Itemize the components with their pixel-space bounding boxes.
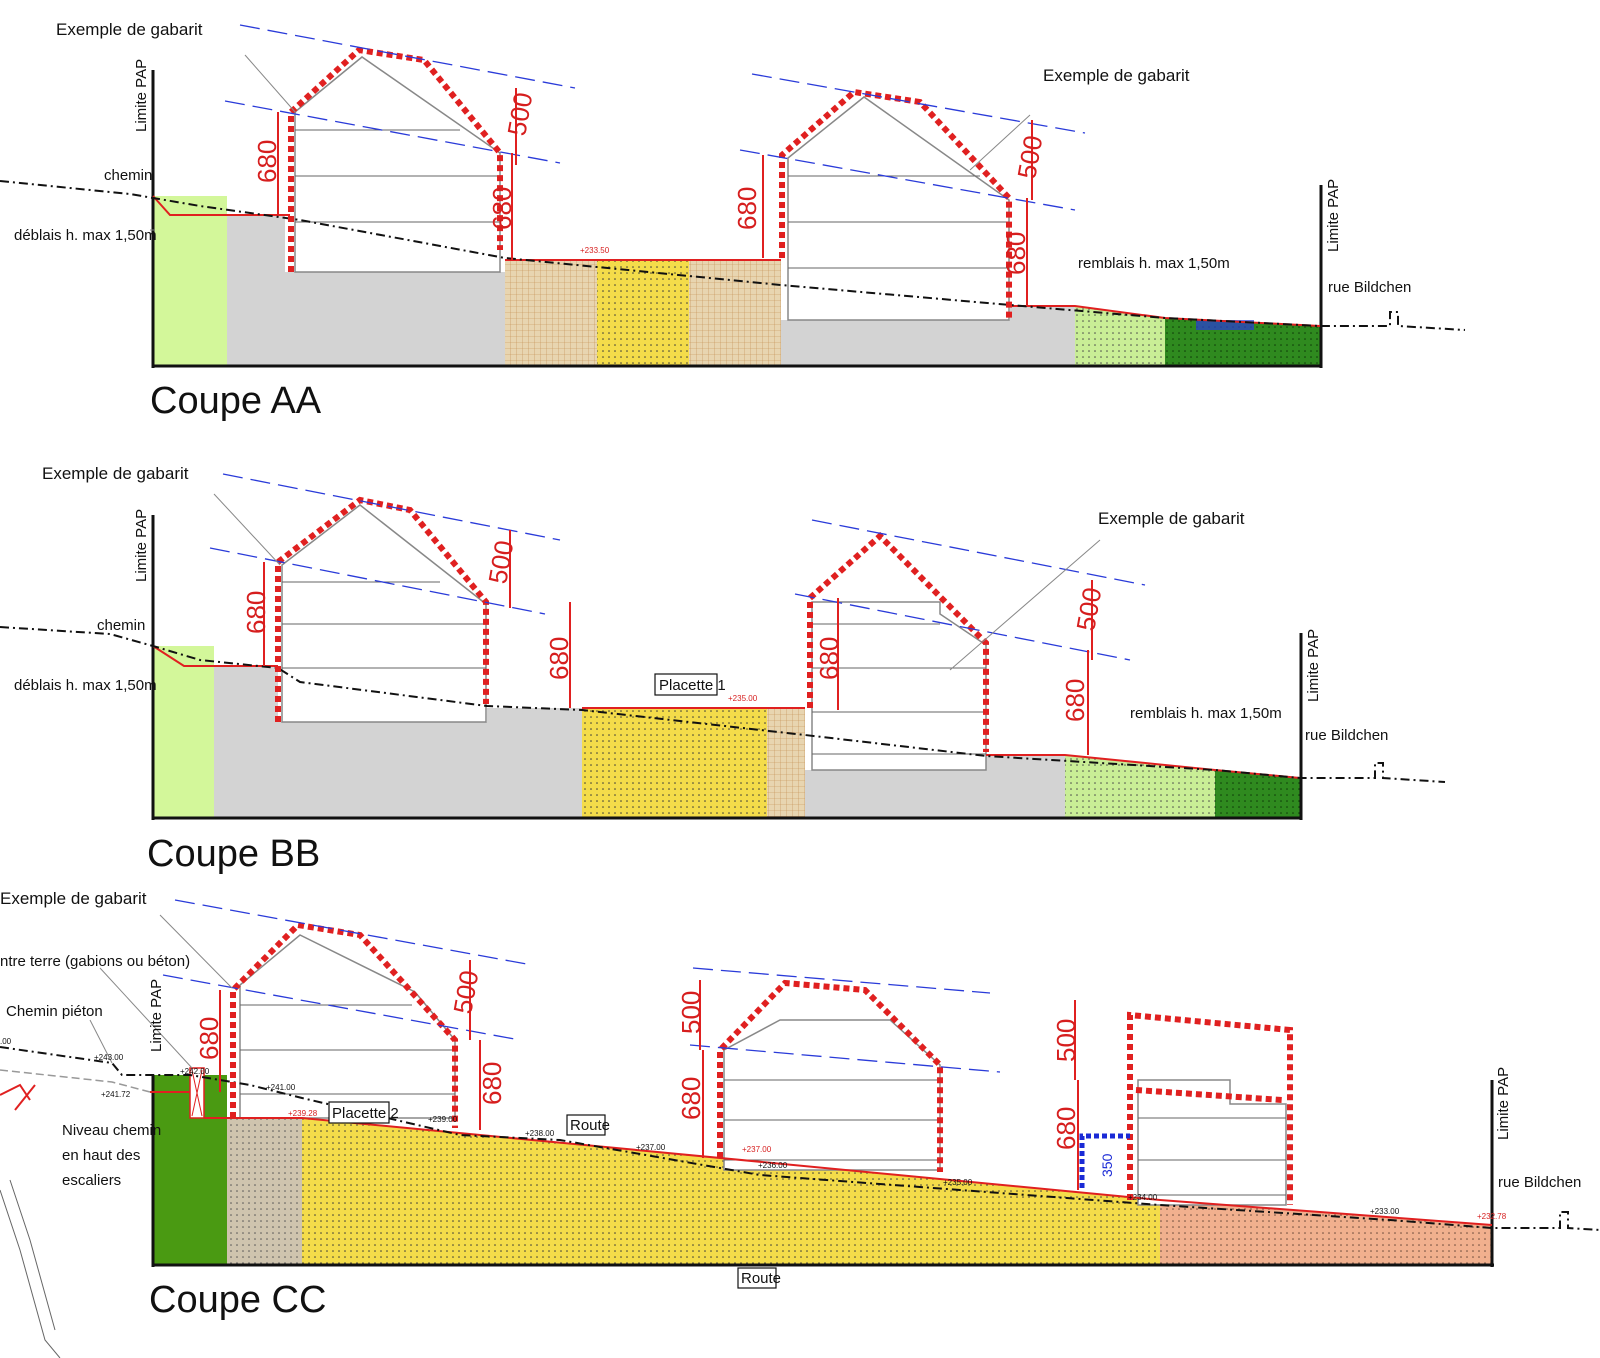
dim-500: 500 [1070,585,1107,633]
dim-500: 500 [676,991,706,1034]
dim-680: 680 [544,637,574,680]
niveau-label-3: escaliers [62,1172,121,1189]
level-label: +236.00 [758,1161,788,1170]
remblais-label: remblais h. max 1,50m [1130,705,1282,722]
dim-350: 350 [1099,1153,1115,1177]
dim-500: 500 [1011,133,1048,181]
route-box [737,1267,777,1289]
dim-680: 680 [732,187,762,230]
limite-label-right: Limite PAP [1305,629,1322,702]
dim-680: 680 [487,187,517,230]
chemin-pieton-label: Chemin piéton [6,1003,103,1020]
dim-680: 680 [477,1062,507,1105]
rue-label: rue Bildchen [1305,727,1388,744]
gabarit-cc-3 [1127,1011,1293,1205]
deblais-fill [152,196,227,366]
route-box [566,1114,606,1136]
deblais-label: déblais h. max 1,50m [14,677,157,694]
ground-line [0,180,1466,331]
level-label: +243.00 [94,1053,124,1062]
level-label: +233.50 [580,246,610,255]
level-label: +232.78 [1477,1212,1507,1221]
level-label: +242.00 [180,1067,210,1076]
dim-680: 680 [1060,679,1090,722]
gabarit-label: Exemple de gabarit [0,889,147,908]
section-title: Coupe AA [150,380,322,422]
level-label: +237.00 [636,1143,666,1152]
gabarit-label-right: Exemple de gabarit [1098,509,1245,528]
gabarit-bb-1 [275,496,489,722]
level-label: +235.00 [728,694,758,703]
route-label: Route [570,1117,610,1134]
section-title: Coupe BB [147,833,320,875]
gabarit-label-left: Exemple de gabarit [42,464,189,483]
gabarit-cc-1 [230,921,458,1128]
dim-500: 500 [1051,1019,1081,1062]
dim-500: 500 [501,90,538,138]
dim-680: 680 [194,1017,224,1060]
dim-500: 500 [447,968,484,1016]
house-aa-2 [787,96,1010,321]
house-cc-3 [1137,1079,1287,1206]
dim-680: 680 [1051,1107,1081,1150]
route-label: Route [741,1270,781,1287]
placette-box [654,673,718,696]
remblais-label: remblais h. max 1,50m [1078,255,1230,272]
level-label: +234.00 [1128,1193,1158,1202]
gabarit-label-right: Exemple de gabarit [1043,66,1190,85]
ground-line [0,1046,1600,1231]
dim-680: 680 [241,591,271,634]
level-label: .00 [0,1037,12,1046]
level-label: +239.28 [288,1109,318,1118]
gabarit-aa-1 [288,46,503,272]
limite-label-right: Limite PAP [1495,1067,1512,1140]
section-aa: Exemple de gabarit Exemple de gabarit Li… [0,20,1466,422]
ground-line [0,626,1446,783]
limite-label-right: Limite PAP [1325,179,1342,252]
deblais-label: déblais h. max 1,50m [14,227,157,244]
dim-680: 680 [1001,232,1031,275]
placette-label: Placette 1 [659,677,726,694]
level-label: +239.00 [428,1115,458,1124]
rue-label: rue Bildchen [1498,1174,1581,1191]
dim-680: 680 [252,140,282,183]
niveau-label-1: Niveau chemin [62,1122,161,1139]
house-bb-2 [811,601,987,771]
placette-label: Placette 2 [332,1105,399,1122]
placette-box [328,1101,390,1124]
level-label: +237.00 [742,1145,772,1154]
rue-label: rue Bildchen [1328,279,1411,296]
mur-label: ntre terre (gabions ou béton) [0,953,190,970]
chemin-label: chemin [104,167,152,184]
level-label: +238.00 [525,1129,555,1138]
section-title: Coupe CC [149,1279,326,1321]
level-label: +241.00 [266,1083,296,1092]
limite-label-left: Limite PAP [133,59,150,132]
dim-500: 500 [482,538,519,586]
limite-label-left: Limite PAP [148,979,165,1052]
gabarit-label-left: Exemple de gabarit [56,20,203,39]
gabarit-cc-2 [717,979,943,1172]
dim-680: 680 [814,637,844,680]
level-label: +233.00 [1370,1207,1400,1216]
section-bb: Exemple de gabarit Exemple de gabarit Li… [0,464,1446,875]
chemin-label: chemin [97,617,145,634]
limite-label-left: Limite PAP [133,509,150,582]
gabarit-bb-2 [807,531,989,752]
level-label: +235.00 [943,1178,973,1187]
gabarit-aa-2 [779,88,1012,318]
niveau-label-2: en haut des [62,1147,140,1164]
dim-680: 680 [676,1077,706,1120]
section-cc: Exemple de gabarit ntre terre (gabions o… [0,889,1600,1358]
house-aa-1 [294,56,501,273]
level-label: +241.72 [101,1090,131,1099]
